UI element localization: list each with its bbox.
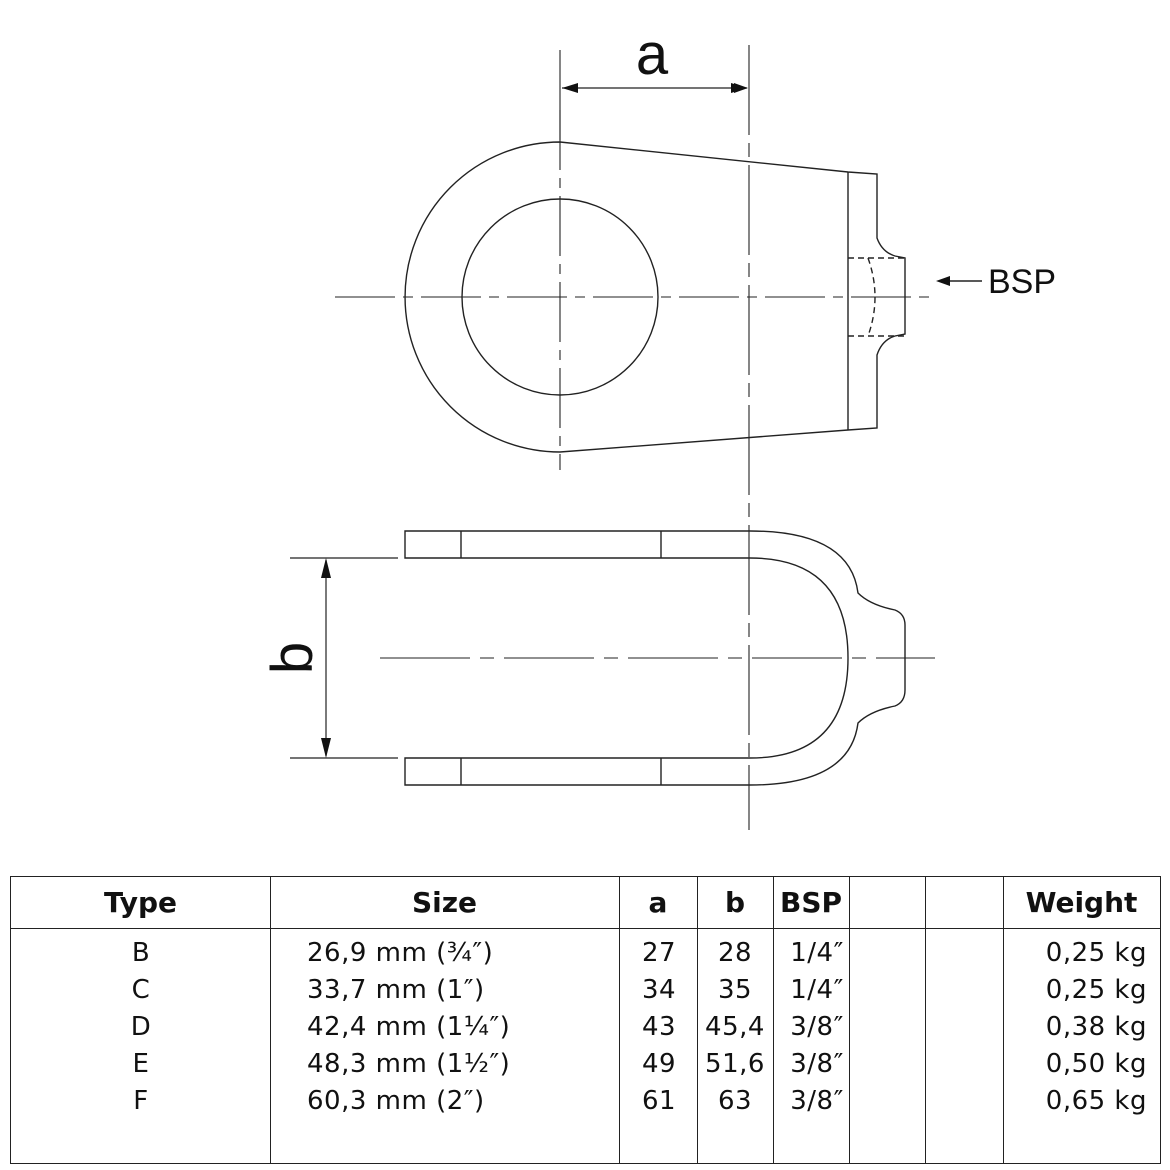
dimension-b: b <box>260 557 398 759</box>
cell-type: F <box>133 1086 149 1116</box>
cell-b: 51,6 <box>705 1049 765 1079</box>
side-view-outline <box>404 530 906 786</box>
side-view <box>404 530 906 786</box>
cell-a: 34 <box>641 975 677 1005</box>
cell-size: 42,4 mm (1¼″) <box>307 1012 511 1042</box>
col-divider <box>925 877 926 1163</box>
center-lines <box>335 45 935 830</box>
cell-bsp: 3/8″ <box>790 1049 844 1079</box>
cell-type: D <box>130 1012 152 1042</box>
cell-b: 35 <box>717 975 753 1005</box>
bsp-label: BSP <box>988 263 1056 301</box>
technical-drawing: a BSP b <box>260 22 1056 830</box>
header-divider <box>11 928 1160 929</box>
col-divider <box>697 877 698 1163</box>
cell-a: 61 <box>641 1086 677 1116</box>
header-type: Type <box>103 886 178 919</box>
header-a: a <box>648 886 668 919</box>
header-empty-1 <box>849 883 925 923</box>
header-size: Size <box>411 886 478 919</box>
cell-weight: 0,65 kg <box>1045 1086 1147 1116</box>
cell-size: 60,3 mm (2″) <box>307 1086 485 1116</box>
cell-b: 63 <box>717 1086 753 1116</box>
cell-type: E <box>132 1049 150 1079</box>
cell-a: 27 <box>641 938 677 968</box>
cell-size: 33,7 mm (1″) <box>307 975 485 1005</box>
table-row: F 60,3 mm (2″) 61 63 3/8″ 0,65 kg <box>11 1083 1160 1120</box>
cell-b: 45,4 <box>705 1012 765 1042</box>
cell-weight: 0,50 kg <box>1045 1049 1147 1079</box>
cell-a: 49 <box>641 1049 677 1079</box>
table-row: B 26,9 mm (¾″) 27 28 1/4″ 0,25 kg <box>11 935 1160 972</box>
table-row: D 42,4 mm (1¼″) 43 45,4 3/8″ 0,38 kg <box>11 1009 1160 1046</box>
cell-bsp: 1/4″ <box>790 938 844 968</box>
table-body: B 26,9 mm (¾″) 27 28 1/4″ 0,25 kg C 33,7… <box>11 935 1160 1120</box>
cell-b: 28 <box>717 938 753 968</box>
table-row: C 33,7 mm (1″) 34 35 1/4″ 0,25 kg <box>11 972 1160 1009</box>
col-divider <box>270 877 271 1163</box>
dimension-a: a <box>562 22 748 93</box>
cell-size: 26,9 mm (¾″) <box>307 938 494 968</box>
bsp-thread-hidden-lines <box>848 257 905 337</box>
cell-bsp: 1/4″ <box>790 975 844 1005</box>
bsp-callout: BSP <box>936 263 1056 301</box>
cell-type: C <box>131 975 151 1005</box>
col-divider <box>849 877 850 1163</box>
table-row: E 48,3 mm (1½″) 49 51,6 3/8″ 0,50 kg <box>11 1046 1160 1083</box>
cell-weight: 0,38 kg <box>1045 1012 1147 1042</box>
col-divider <box>619 877 620 1163</box>
cell-bsp: 3/8″ <box>790 1086 844 1116</box>
header-b: b <box>724 886 746 919</box>
header-empty-2 <box>925 883 1003 923</box>
cell-size: 48,3 mm (1½″) <box>307 1049 511 1079</box>
cell-weight: 0,25 kg <box>1045 938 1147 968</box>
col-divider <box>1003 877 1004 1163</box>
cell-type: B <box>131 938 151 968</box>
cell-bsp: 3/8″ <box>790 1012 844 1042</box>
top-view-outline <box>404 141 906 453</box>
cell-a: 43 <box>641 1012 677 1042</box>
header-bsp: BSP <box>779 886 843 919</box>
col-divider <box>773 877 774 1163</box>
spec-table: Type Size a b BSP Weight B 26,9 mm (¾″) … <box>10 876 1161 1164</box>
dimension-b-label: b <box>260 642 325 674</box>
dimension-a-label: a <box>636 22 669 87</box>
cell-weight: 0,25 kg <box>1045 975 1147 1005</box>
header-weight: Weight <box>1025 886 1138 919</box>
